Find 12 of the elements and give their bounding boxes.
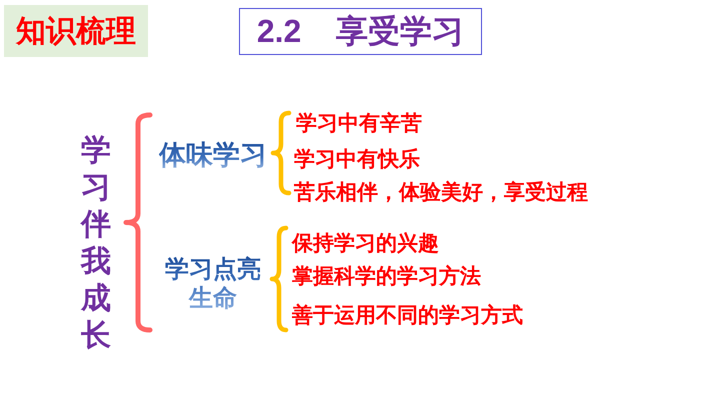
curly-brace	[270, 110, 292, 196]
section-label: 知识梳理	[4, 5, 148, 57]
point-text: 掌握科学的学习方法	[292, 263, 481, 289]
point-text: 学习中有快乐	[294, 146, 420, 172]
curly-brace	[270, 226, 288, 332]
point-text: 苦乐相伴，体验美好，享受过程	[294, 179, 588, 205]
curly-brace	[124, 112, 152, 332]
root-topic-text: 学习伴我成长	[78, 132, 114, 354]
point-text: 善于运用不同的学习方式	[292, 302, 523, 328]
title-box: 2.2 享受学习	[239, 8, 482, 55]
point-text: 学习中有辛苦	[296, 110, 422, 136]
point-text: 保持学习的兴趣	[292, 230, 439, 256]
